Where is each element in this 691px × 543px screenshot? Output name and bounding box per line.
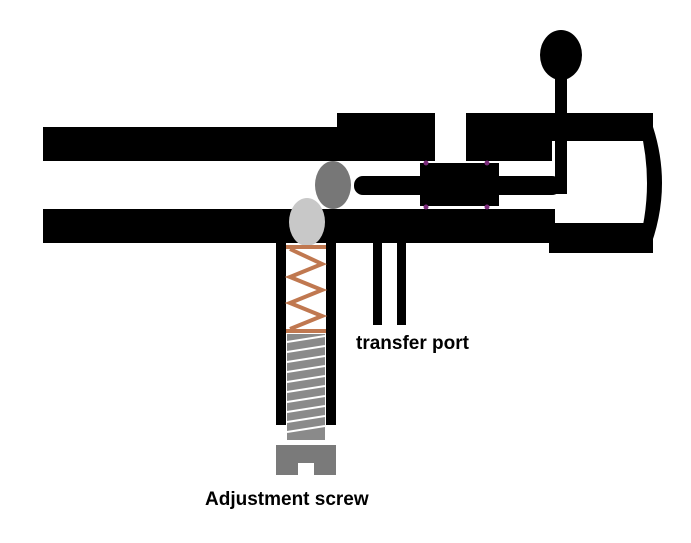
valve-seal-block: [420, 163, 499, 206]
cylinder-left-wall: [276, 243, 286, 425]
lower-barrel-outer-wall: [555, 223, 653, 253]
poppet-head: [289, 198, 325, 246]
seal-dot-3: [423, 204, 429, 210]
lever-knob: [540, 30, 582, 80]
screw-threads: [286, 335, 326, 433]
upper-right-block: [466, 113, 552, 161]
adjustment-screw-head: [276, 445, 336, 475]
lever-stem: [555, 68, 567, 194]
check-ball: [315, 161, 351, 209]
cylinder-right-wall: [326, 243, 336, 425]
transfer-port-right-wall: [397, 243, 406, 325]
transfer-port-left-wall: [373, 243, 382, 325]
upper-barrel-collar: [337, 113, 435, 161]
spring: [284, 245, 328, 333]
seal-dot-1: [423, 160, 429, 166]
seal-dot-4: [484, 204, 490, 210]
seal-dot-2: [484, 160, 490, 166]
transfer-port-label: transfer port: [356, 333, 469, 354]
right-housing-curve: [636, 113, 662, 253]
adjustment-screw-label: Adjustment screw: [205, 489, 369, 510]
